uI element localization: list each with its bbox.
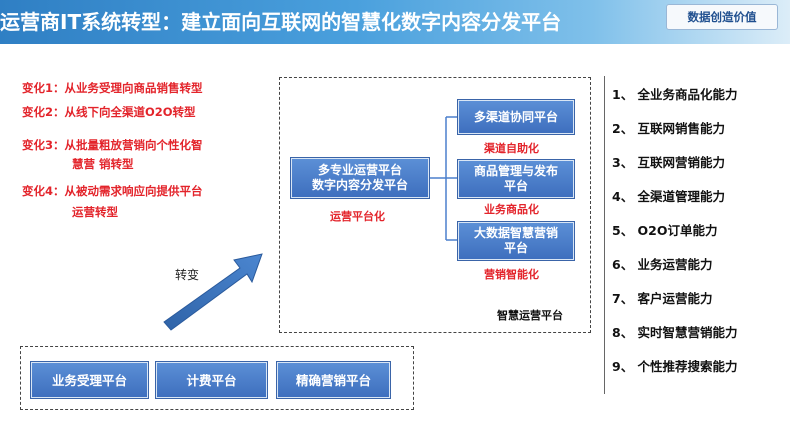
capability-item-9: 9、 个性推荐搜索能力 <box>612 359 738 374</box>
branch-product-line1: 商品管理与发布 <box>473 164 558 178</box>
capability-item-3: 3、 互联网营销能力 <box>612 155 726 170</box>
change-item-1: 变化1：从业务受理向商品销售转型 <box>22 81 203 95</box>
branch-box-bigdata: 大数据智慧营销 平台 <box>458 222 574 260</box>
branch-channel-caption: 渠道自助化 <box>484 142 539 155</box>
capability-item-7: 7、 客户运营能力 <box>612 291 713 306</box>
legacy-box-marketing: 精确营销平台 <box>277 362 390 398</box>
change-item-2: 变化2：从线下向全渠道O2O转型 <box>22 105 196 119</box>
capability-item-5: 5、 O2O订单能力 <box>612 223 718 238</box>
center-platform-line2: 数字内容分发平台 <box>311 178 408 192</box>
branch-bigdata-caption: 营销智能化 <box>484 268 539 281</box>
branch-bigdata-line1: 大数据智慧营销 <box>473 226 558 240</box>
capability-item-6: 6、 业务运营能力 <box>612 257 713 272</box>
legacy-box-billing: 计费平台 <box>156 362 267 398</box>
capability-item-2: 2、 互联网销售能力 <box>612 121 726 136</box>
transition-label: 转变 <box>175 268 200 282</box>
legacy-platform-frame <box>20 346 414 410</box>
branch-box-channel: 多渠道协同平台 <box>458 100 574 134</box>
change-item-3: 变化3：从批量粗放营销向个性化智 <box>22 138 203 152</box>
legacy-box-business: 业务受理平台 <box>31 362 148 398</box>
logo-badge: 数据创造价值 <box>666 4 778 30</box>
change-item-4-cont: 运营转型 <box>72 205 118 219</box>
page-title: 运营商IT系统转型：建立面向互联网的智慧化数字内容分发平台 <box>0 10 562 34</box>
change-item-4: 变化4：从被动需求响应向提供平台 <box>22 184 203 198</box>
center-platform-line1: 多专业运营平台 <box>317 163 402 177</box>
capability-item-4: 4、 全渠道管理能力 <box>612 189 726 204</box>
branch-box-product: 商品管理与发布 平台 <box>458 160 574 198</box>
center-platform-box: 多专业运营平台 数字内容分发平台 <box>291 158 429 198</box>
change-item-3-cont: 慧营 销转型 <box>72 157 134 171</box>
smart-platform-title: 智慧运营平台 <box>497 309 563 322</box>
smart-platform-frame <box>279 77 591 333</box>
divider-line <box>604 76 605 394</box>
capability-item-8: 8、 实时智慧营销能力 <box>612 325 738 340</box>
title-bar: 运营商IT系统转型：建立面向互联网的智慧化数字内容分发平台 数据创造价值 <box>0 0 790 44</box>
capability-item-1: 1、 全业务商品化能力 <box>612 87 738 102</box>
branch-channel-line1: 多渠道协同平台 <box>473 109 558 124</box>
branch-bigdata-line2: 平台 <box>503 241 528 255</box>
branch-product-caption: 业务商品化 <box>484 203 539 216</box>
branch-product-line2: 平台 <box>503 179 528 193</box>
center-platform-caption: 运营平台化 <box>330 210 385 223</box>
